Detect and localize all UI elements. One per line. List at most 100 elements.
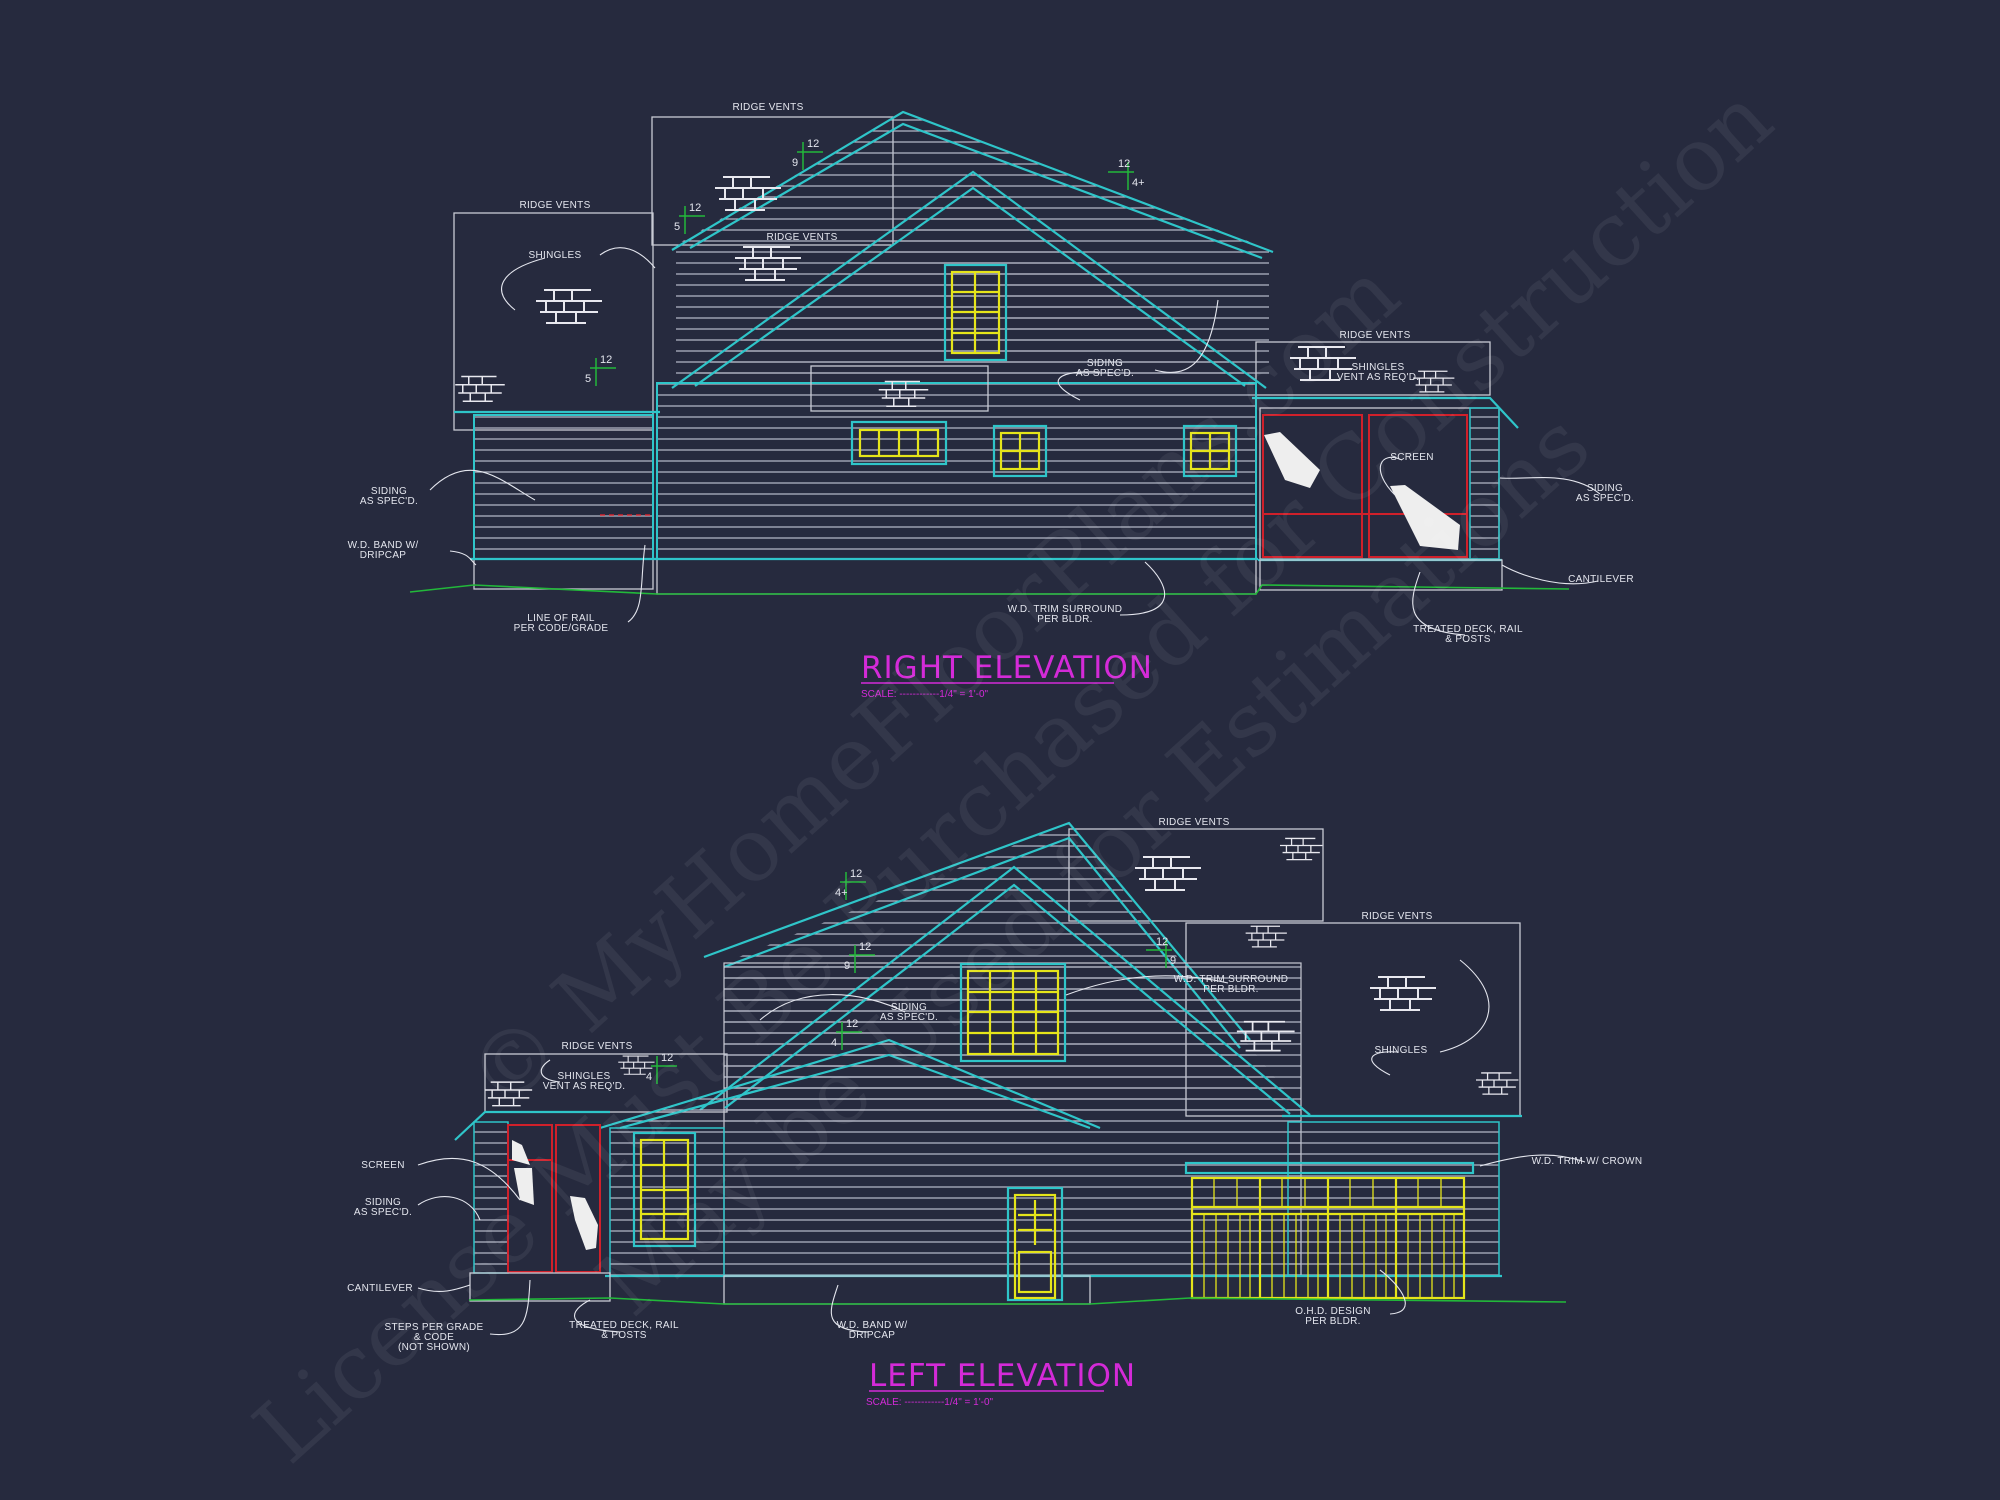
screen-hatch	[514, 1168, 534, 1205]
pitch-run: 12	[689, 202, 701, 214]
left-elevation-drawing	[417, 821, 1586, 1336]
screen-panel	[1368, 414, 1468, 558]
porch-deck-frame	[1259, 559, 1503, 591]
annotation-label: W.D. BAND W/DRIPCAP	[348, 540, 419, 561]
main-gable	[682, 172, 1256, 383]
annotation-label-line: AS SPEC'D.	[1576, 493, 1634, 504]
screen-panel	[1262, 414, 1363, 558]
annotation-label-line: DRIPCAP	[360, 550, 407, 561]
annotation-label-line: SHINGLES	[1352, 362, 1405, 373]
shed-roof	[810, 365, 989, 412]
annotation-label-line: CANTILEVER	[1568, 574, 1634, 585]
annotation-label-line: W.D. TRIM W/ CROWN	[1532, 1156, 1643, 1167]
annotation-label-line: CANTILEVER	[347, 1283, 413, 1294]
pitch-run: 12	[661, 1052, 673, 1064]
annotation-label: RIDGE VENTS	[1158, 817, 1229, 828]
annotation-label-line: O.H.D. DESIGN	[1295, 1306, 1371, 1317]
porch-siding	[473, 1121, 509, 1274]
left-wing-wall	[473, 414, 654, 560]
annotation-label-line: & CODE	[414, 1332, 454, 1343]
annotation-label: RIDGE VENTS	[766, 232, 837, 243]
annotation-label-line: SIDING	[1087, 358, 1123, 369]
annotation-label-line: PER BLDR.	[1037, 614, 1093, 625]
screen-hatch	[512, 1140, 530, 1165]
annotation-label-line: AS SPEC'D.	[354, 1207, 412, 1218]
annotation-label-line: W.D. TRIM SURROUND	[1174, 974, 1289, 985]
window	[1182, 424, 1238, 478]
annotation-label: TREATED DECK, RAIL& POSTS	[1413, 624, 1523, 645]
annotation-label: W.D. BAND W/DRIPCAP	[837, 1320, 908, 1341]
annotation-label: RIDGE VENTS	[732, 102, 803, 113]
window	[943, 263, 1008, 362]
annotation-label-line: LINE OF RAIL	[527, 613, 595, 624]
screen-panel	[507, 1124, 553, 1273]
front-gable-trim	[619, 1053, 1091, 1130]
annotation-label-line: PER CODE/GRADE	[514, 623, 609, 634]
window	[850, 420, 948, 466]
annotation-label: CANTILEVER	[347, 1283, 413, 1294]
annotation-label-line: PER BLDR.	[1203, 984, 1259, 995]
annotation-label-line: TREATED DECK, RAIL	[569, 1320, 679, 1331]
screen-hatch	[1264, 432, 1320, 488]
side-wall	[609, 1127, 725, 1277]
annotation-label-line: SIDING	[365, 1197, 401, 1208]
roof-pitch-symbol: 129	[1146, 936, 1176, 968]
left-elevation-scale: SCALE: ------------1/4" = 1'-0"	[866, 1397, 994, 1408]
annotation-label-line: SHINGLES	[529, 250, 582, 261]
annotation-label-line: SIDING	[371, 486, 407, 497]
annotation-label-line: W.D. BAND W/	[837, 1320, 908, 1331]
annotation-label: CANTILEVER	[1568, 574, 1634, 585]
porch-eave	[1252, 396, 1519, 429]
annotation-label: W.D. TRIM W/ CROWN	[1532, 1156, 1643, 1167]
pitch-run: 12	[1156, 936, 1168, 948]
right-elevation-title: RIGHT ELEVATION	[861, 650, 1153, 686]
annotation-label-line: SHINGLES	[558, 1071, 611, 1082]
roof-pitch-symbol: 125	[674, 202, 705, 234]
annotation-label: SCREEN	[361, 1160, 404, 1171]
roof-pitch-symbol: 124+	[1108, 158, 1145, 190]
pitch-rise: 4+	[1132, 177, 1145, 189]
entry-door	[1006, 1186, 1064, 1302]
pitch-run: 12	[846, 1018, 858, 1030]
annotation-label-line: AS SPEC'D.	[360, 496, 418, 507]
pitch-run: 12	[600, 354, 612, 366]
annotation-label: RIDGE VENTS	[519, 200, 590, 211]
porch-deck-frame	[469, 1272, 611, 1302]
porch-eave	[454, 1110, 610, 1141]
right-elevation-drawing	[409, 110, 1601, 636]
main-gable-trim	[699, 865, 1311, 1116]
annotation-labels: RIDGE VENTS RIDGE VENTS SHINGLES RIDGE VENT…	[347, 102, 1642, 1353]
leader-lines	[417, 959, 1586, 1336]
grade-line	[468, 1297, 1567, 1305]
annotation-label-line: SIDING	[891, 1002, 927, 1013]
annotation-label: SCREEN	[1390, 452, 1433, 463]
garage-door	[1190, 1176, 1466, 1300]
left-elevation-title: LEFT ELEVATION	[869, 1358, 1136, 1394]
leader-lines	[429, 247, 1601, 636]
grade-line	[409, 584, 1570, 595]
annotation-label: RIDGE VENTS	[1361, 911, 1432, 922]
annotation-label-line: AS SPEC'D.	[1076, 368, 1134, 379]
upper-roof-trim	[689, 122, 1263, 260]
roof-pitch-symbol: 124	[831, 1018, 862, 1050]
front-gable	[620, 1040, 1097, 1122]
right-elevation-scale: SCALE: ------------1/4" = 1'-0"	[861, 689, 989, 700]
pitch-rise: 4+	[835, 887, 848, 899]
roof-pitch-symbol: 129	[844, 941, 875, 973]
roof-pitch-symbol: 129	[792, 138, 823, 170]
screen-panel	[555, 1124, 601, 1273]
garage-wall	[1287, 1121, 1500, 1277]
garage-trim-crown	[1184, 1161, 1475, 1175]
annotation-label-line: RIDGE VENTS	[561, 1041, 632, 1052]
annotation-label-line: & POSTS	[1445, 634, 1490, 645]
annotation-label-line: RIDGE VENTS	[1361, 911, 1432, 922]
window	[632, 1131, 697, 1248]
annotation-label-line: RIDGE VENTS	[519, 200, 590, 211]
